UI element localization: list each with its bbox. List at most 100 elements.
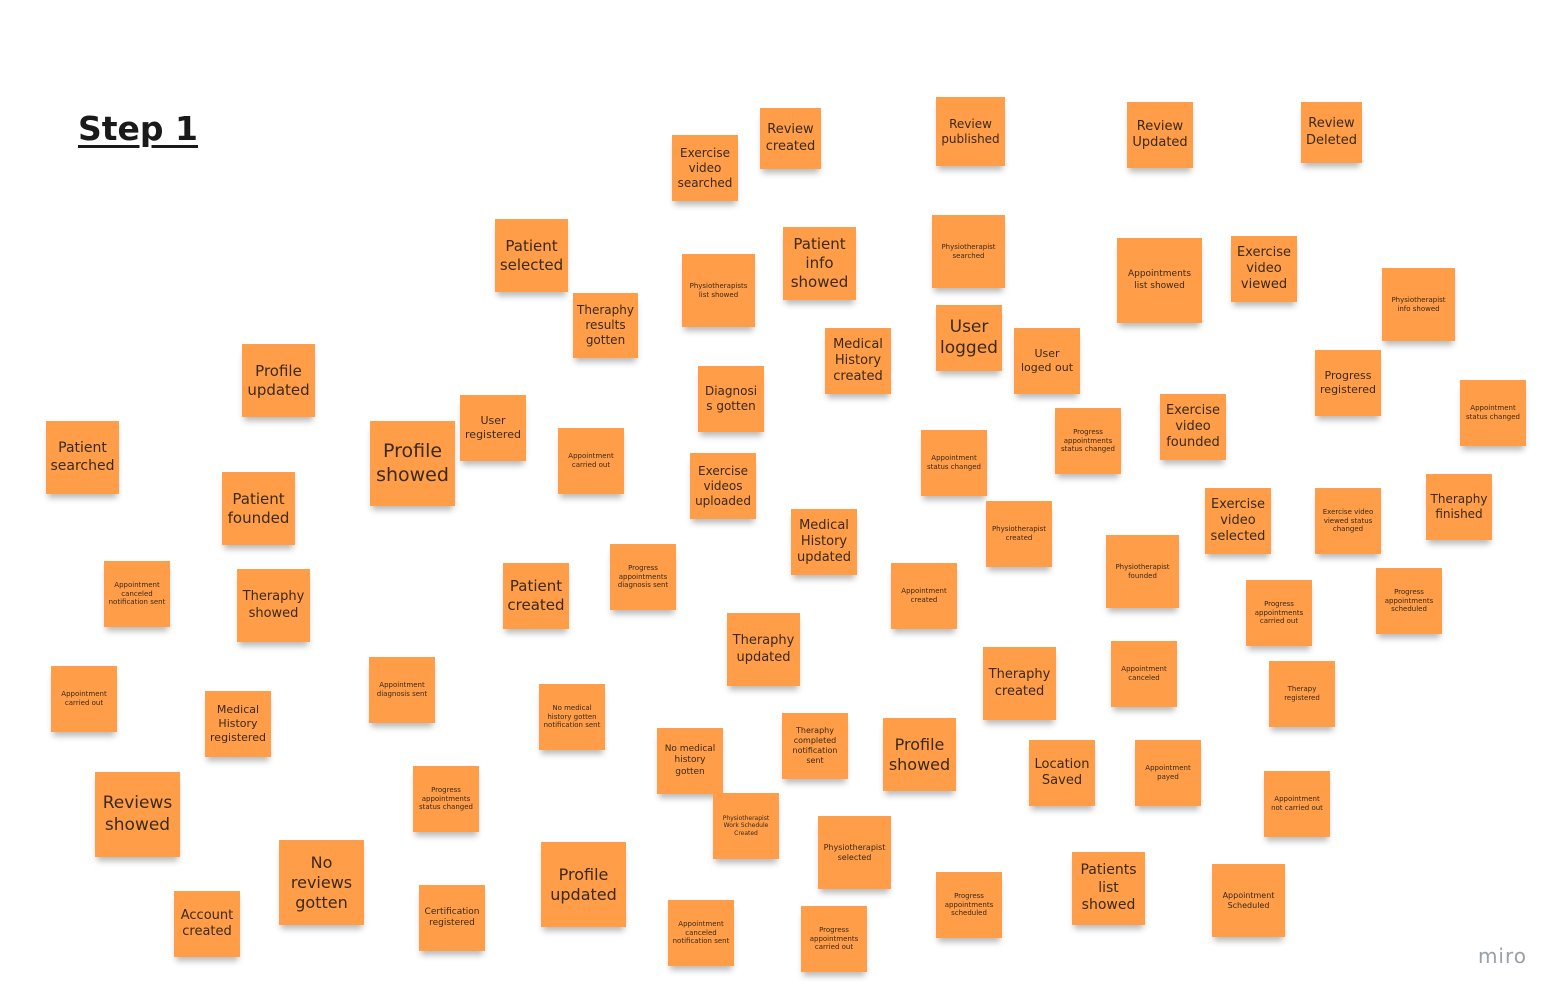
sticky-note-appointment-status-changed[interactable]: Appointment status changed: [1460, 380, 1526, 446]
sticky-note-reviews-showed[interactable]: Reviews showed: [95, 772, 180, 857]
sticky-note-text: Appointment payed: [1145, 764, 1191, 781]
sticky-note-physiotherapist-selected[interactable]: Physiotherapist selected: [818, 816, 891, 889]
sticky-note-progress-appointments-carried-out[interactable]: Progress appointments carried out: [801, 906, 867, 972]
sticky-note-theraphy-finished[interactable]: Theraphy finished: [1426, 474, 1492, 540]
sticky-note-user-logged[interactable]: User logged: [936, 305, 1002, 371]
sticky-note-text: Progress appointments scheduled: [944, 891, 994, 918]
sticky-note-appointment-diagnosis-sent[interactable]: Appointment diagnosis sent: [369, 657, 435, 723]
sticky-note-text: Patient searched: [50, 440, 115, 474]
sticky-note-no-reviews-gotten[interactable]: No reviews gotten: [279, 840, 364, 925]
sticky-note-patient-searched[interactable]: Patient searched: [46, 421, 119, 494]
sticky-note-theraphy-results-gotten[interactable]: Theraphy results gotten: [573, 293, 638, 358]
sticky-note-text: Exercise videos uploaded: [695, 463, 751, 508]
sticky-note-profile-showed[interactable]: Profile showed: [883, 718, 956, 791]
sticky-note-exercise-video-selected[interactable]: Exercise video selected: [1205, 488, 1271, 554]
sticky-note-text: Patients list showed: [1080, 862, 1137, 914]
sticky-note-physiotherapist-founded[interactable]: Physiotherapist founded: [1106, 535, 1179, 608]
sticky-note-medical-history-registered[interactable]: Medical History registered: [205, 691, 271, 757]
sticky-note-text: Appointment carried out: [568, 452, 614, 469]
sticky-note-patient-founded[interactable]: Patient founded: [222, 472, 295, 545]
sticky-note-text: Patient info showed: [790, 235, 849, 291]
sticky-note-text: Progress appointments carried out: [1254, 599, 1304, 626]
sticky-note-patients-list-showed[interactable]: Patients list showed: [1072, 852, 1145, 925]
sticky-note-theraphy-updated[interactable]: Theraphy updated: [727, 613, 800, 686]
sticky-note-exercise-video-viewed-status-changed[interactable]: Exercise video viewed status changed: [1315, 488, 1381, 554]
sticky-note-exercise-video-searched[interactable]: Exercise video searched: [672, 135, 738, 201]
sticky-note-therapy-registered[interactable]: Therapy registered: [1269, 661, 1335, 727]
sticky-note-profile-updated[interactable]: Profile updated: [242, 344, 315, 417]
sticky-note-user-registered[interactable]: User registered: [460, 395, 526, 461]
sticky-note-text: Progress appointments diagnosis sent: [617, 563, 669, 590]
sticky-note-theraphy-showed[interactable]: Theraphy showed: [237, 569, 310, 642]
sticky-note-physiotherapist-info-showed[interactable]: Physiotherapist info showed: [1382, 268, 1455, 341]
sticky-note-text: Appointment diagnosis sent: [376, 681, 428, 698]
sticky-note-patient-selected[interactable]: Patient selected: [495, 219, 568, 292]
sticky-note-appointment-carried-out[interactable]: Appointment carried out: [51, 666, 117, 732]
sticky-note-progress-appointments-carried-out[interactable]: Progress appointments carried out: [1246, 580, 1312, 646]
sticky-note-certification-registered[interactable]: Certification registered: [419, 885, 485, 951]
sticky-note-appointment-canceled[interactable]: Appointment canceled: [1111, 641, 1177, 707]
sticky-note-medical-history-created[interactable]: Medical History created: [825, 328, 891, 394]
sticky-note-text: Theraphy showed: [242, 589, 305, 621]
sticky-note-progress-appointments-diagnosis-sent[interactable]: Progress appointments diagnosis sent: [610, 544, 676, 610]
sticky-note-patient-info-showed[interactable]: Patient info showed: [783, 227, 856, 300]
sticky-note-no-medical-history-gotten[interactable]: No medical history gotten: [657, 728, 723, 794]
sticky-note-appointment-canceled-notification-sent[interactable]: Appointment canceled notification sent: [668, 900, 734, 966]
sticky-note-appointments-list-showed[interactable]: Appointments list showed: [1117, 238, 1202, 323]
sticky-note-text: Patient selected: [499, 236, 564, 274]
sticky-note-progress-appointments-scheduled[interactable]: Progress appointments scheduled: [1376, 568, 1442, 634]
sticky-note-text: Review Deleted: [1306, 116, 1357, 148]
sticky-note-theraphy-created[interactable]: Theraphy created: [983, 647, 1056, 720]
sticky-note-text: Medical History updated: [796, 517, 852, 566]
sticky-note-exercise-video-founded[interactable]: Exercise video founded: [1160, 394, 1226, 460]
sticky-note-physiotherapists-list-showed[interactable]: Physiotherapists list showed: [682, 254, 755, 327]
sticky-note-text: Medical History created: [833, 336, 883, 385]
sticky-note-appointment-canceled-notification-sent[interactable]: Appointment canceled notification sent: [104, 561, 170, 627]
sticky-note-exercise-videos-uploaded[interactable]: Exercise videos uploaded: [690, 453, 756, 519]
sticky-note-profile-updated[interactable]: Profile updated: [541, 842, 626, 927]
sticky-note-text: Appointment not carried out: [1271, 795, 1323, 812]
sticky-note-appointment-not-carried-out[interactable]: Appointment not carried out: [1264, 771, 1330, 837]
sticky-note-text: User registered: [465, 414, 521, 441]
sticky-note-appointment-carried-out[interactable]: Appointment carried out: [558, 428, 624, 494]
sticky-note-appointment-created[interactable]: Appointment created: [891, 563, 957, 629]
sticky-note-review-published[interactable]: Review published: [936, 97, 1005, 166]
sticky-note-account-created[interactable]: Account created: [174, 891, 240, 957]
sticky-note-review-deleted[interactable]: Review Deleted: [1301, 102, 1362, 163]
sticky-note-text: Progress appointments scheduled: [1384, 587, 1434, 614]
sticky-note-no-medical-history-gotten-notification-sent[interactable]: No medical history gotten notification s…: [539, 684, 605, 750]
sticky-note-diagnosis-gotten[interactable]: Diagnosis gotten: [698, 366, 764, 432]
sticky-note-medical-history-updated[interactable]: Medical History updated: [791, 509, 857, 575]
sticky-note-user-loged-out[interactable]: User loged out: [1014, 328, 1080, 394]
sticky-note-location-saved[interactable]: Location Saved: [1029, 740, 1095, 806]
sticky-note-exercise-video-viewed[interactable]: Exercise video viewed: [1231, 236, 1297, 302]
sticky-note-progress-appointments-status-changed[interactable]: Progress appointments status changed: [1055, 408, 1121, 474]
sticky-note-progress-appointments-scheduled[interactable]: Progress appointments scheduled: [936, 872, 1002, 938]
sticky-note-text: Profile showed: [376, 439, 449, 486]
sticky-note-review-updated[interactable]: Review Updated: [1127, 102, 1193, 168]
sticky-note-patient-created[interactable]: Patient created: [503, 563, 569, 629]
sticky-note-progress-appointments-status-changed[interactable]: Progress appointments status changed: [413, 766, 479, 832]
sticky-note-progress-registered[interactable]: Progress registered: [1315, 350, 1381, 416]
sticky-note-physiotherapist-searched[interactable]: Physiotherapist searched: [932, 215, 1005, 288]
step-title: Step 1: [78, 109, 198, 148]
sticky-note-text: Exercise video viewed: [1236, 244, 1292, 293]
sticky-note-appointment-payed[interactable]: Appointment payed: [1135, 740, 1201, 806]
sticky-note-text: Physiotherapist info showed: [1391, 295, 1446, 313]
sticky-note-text: Theraphy updated: [732, 633, 795, 665]
sticky-note-profile-showed[interactable]: Profile showed: [370, 421, 455, 506]
sticky-note-text: Review Updated: [1132, 118, 1188, 150]
sticky-note-text: User loged out: [1020, 347, 1074, 374]
sticky-note-text: Exercise video selected: [1210, 496, 1266, 545]
sticky-note-theraphy-completed-notification-sent[interactable]: Theraphy completed notification sent: [782, 713, 848, 779]
sticky-note-review-created[interactable]: Review created: [760, 108, 821, 169]
sticky-note-text: Profile showed: [888, 734, 951, 774]
sticky-note-text: Progress registered: [1320, 369, 1376, 396]
sticky-note-appointment-status-changed[interactable]: Appointment status changed: [921, 430, 987, 496]
sticky-note-appointment-scheduled[interactable]: Appointment Scheduled: [1212, 864, 1285, 937]
sticky-note-physiotherapist-created[interactable]: Physiotherapist created: [986, 501, 1052, 567]
sticky-note-physiotherapist-work-schedule-created[interactable]: Physiotherapist Work Schedule Created: [713, 793, 779, 859]
sticky-note-text: Appointment canceled notification sent: [672, 919, 730, 946]
sticky-note-text: Appointment canceled notification sent: [108, 580, 166, 607]
